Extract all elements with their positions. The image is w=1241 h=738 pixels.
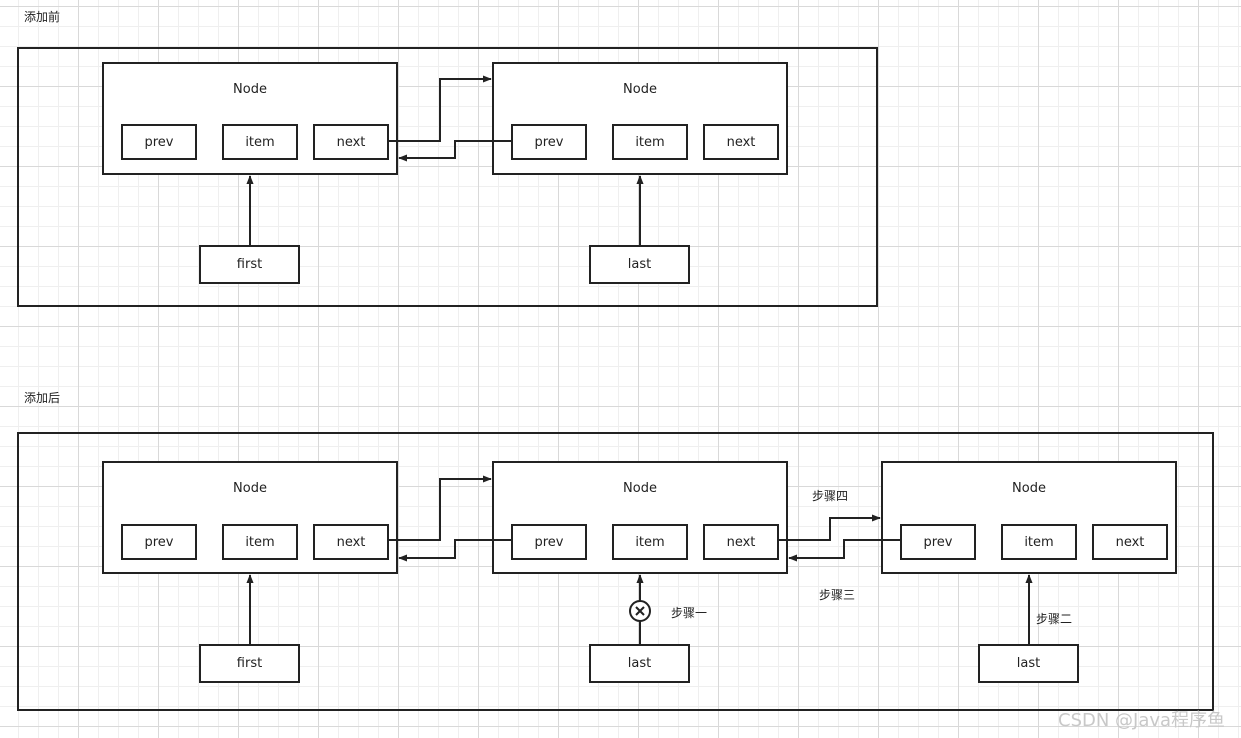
- after-node-1: Node prev item next: [102, 461, 398, 574]
- after-node-2: Node prev item next: [492, 461, 788, 574]
- step-two-label: 步骤二: [1036, 612, 1073, 626]
- before-node-1: Node prev item next: [102, 62, 398, 175]
- after-panel: [17, 432, 1214, 711]
- field-item: item: [612, 124, 688, 160]
- step-one-label: 步骤一: [671, 606, 708, 620]
- after-section-label: 添加后: [24, 391, 61, 405]
- node-title: Node: [233, 82, 267, 97]
- field-next: next: [313, 524, 389, 560]
- field-item: item: [222, 524, 298, 560]
- node-title: Node: [1012, 481, 1046, 496]
- before-panel: [17, 47, 878, 307]
- node-title: Node: [623, 481, 657, 496]
- field-item: item: [1001, 524, 1077, 560]
- before-section-label: 添加前: [24, 10, 61, 24]
- before-first-pointer: first: [199, 245, 300, 284]
- field-next: next: [703, 124, 779, 160]
- field-item: item: [222, 124, 298, 160]
- after-new-last-pointer: last: [978, 644, 1079, 683]
- field-prev: prev: [511, 124, 587, 160]
- field-next: next: [1092, 524, 1168, 560]
- field-next: next: [703, 524, 779, 560]
- watermark: CSDN @Java程序鱼: [1058, 710, 1226, 731]
- field-item: item: [612, 524, 688, 560]
- before-node-2: Node prev item next: [492, 62, 788, 175]
- field-next: next: [313, 124, 389, 160]
- after-node-3: Node prev item next: [881, 461, 1177, 574]
- field-prev: prev: [511, 524, 587, 560]
- field-prev: prev: [121, 124, 197, 160]
- node-title: Node: [623, 82, 657, 97]
- before-last-pointer: last: [589, 245, 690, 284]
- node-title: Node: [233, 481, 267, 496]
- field-prev: prev: [900, 524, 976, 560]
- step-three-label: 步骤三: [819, 588, 856, 602]
- after-first-pointer: first: [199, 644, 300, 683]
- field-prev: prev: [121, 524, 197, 560]
- step-four-label: 步骤四: [812, 489, 849, 503]
- after-old-last-pointer: last: [589, 644, 690, 683]
